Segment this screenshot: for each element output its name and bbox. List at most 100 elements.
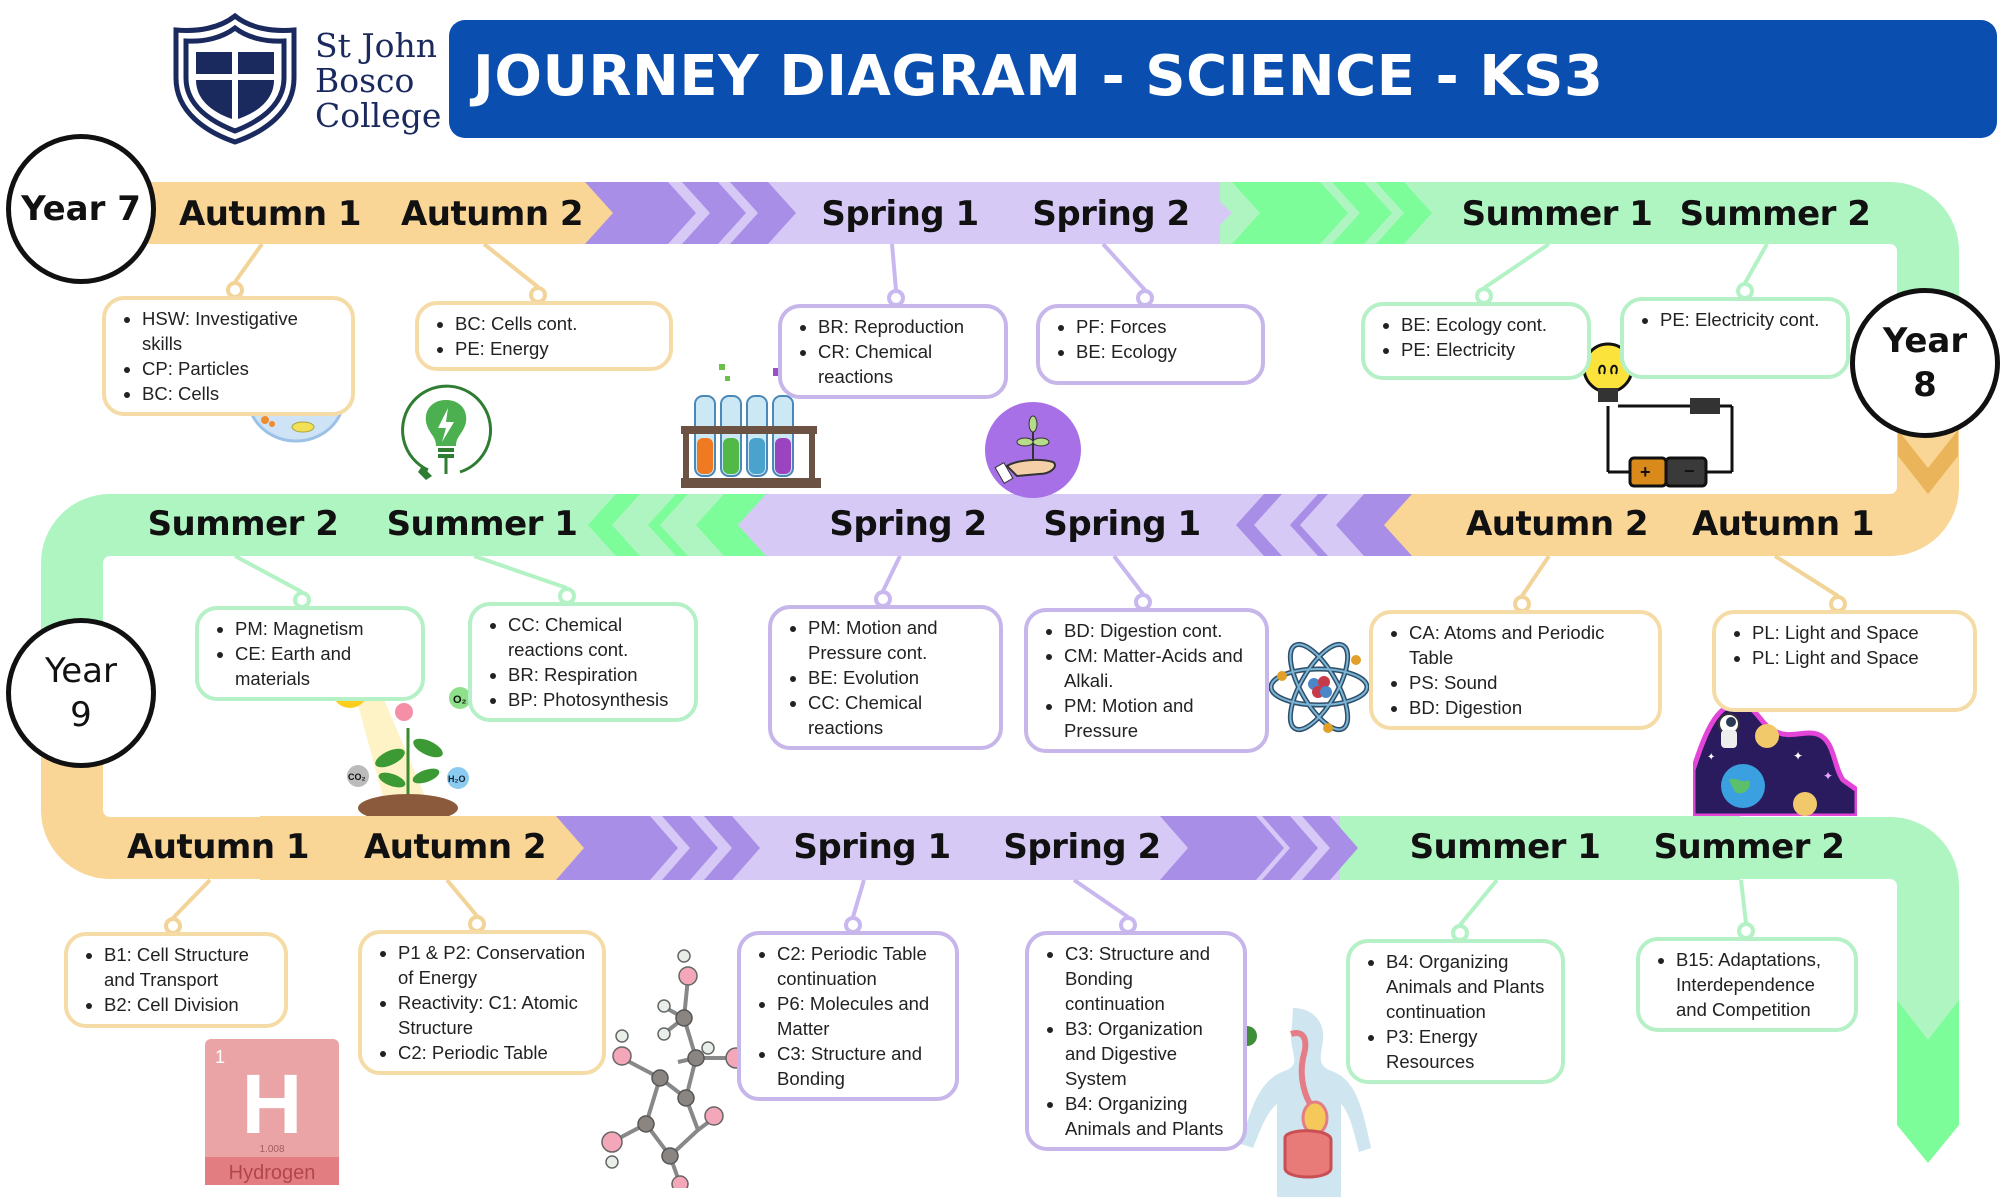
topic-box: CA: Atoms and Periodic TablePS: SoundBD:… <box>1369 610 1662 730</box>
atom-icon <box>1268 641 1370 733</box>
connector-node <box>1736 282 1754 300</box>
topic-list: PM: MagnetismCE: Earth and materials <box>211 616 411 691</box>
connector-node <box>1451 924 1469 942</box>
topic-item: PE: Electricity <box>1401 337 1577 362</box>
topic-item: BC: Cells <box>142 381 341 406</box>
row1-spring-chevron <box>682 182 746 244</box>
topic-item: PM: Magnetism <box>235 616 411 641</box>
topic-box: B4: Organizing Animals and Plants contin… <box>1346 939 1565 1084</box>
topic-item: PS: Sound <box>1409 670 1648 695</box>
term-label: Autumn 1 <box>1691 504 1875 544</box>
topic-item: PL: Light and Space <box>1752 645 1963 670</box>
topic-item: BR: Reproduction <box>818 314 994 339</box>
topic-item: PE: Electricity cont. <box>1660 307 1836 332</box>
topic-box: HSW: Investigative skillsCP: ParticlesBC… <box>102 296 355 416</box>
school-name-line: St John <box>315 26 437 65</box>
row2-spring-tip <box>738 494 800 556</box>
connector-node <box>558 587 576 605</box>
connector-node <box>468 915 486 933</box>
connector-line <box>1743 243 1769 284</box>
row2-summer-gap <box>660 494 724 556</box>
term-label: Spring 1 <box>821 194 979 234</box>
year-number: 9 <box>70 695 92 735</box>
left-curve-summer <box>41 494 300 691</box>
connector-line <box>890 243 898 291</box>
connector-line <box>1112 554 1145 596</box>
term-label: Spring 2 <box>1032 194 1190 234</box>
topic-item: C3: Structure and Bonding continuation <box>1065 941 1233 1016</box>
topic-list: C2: Periodic Table continuationP6: Molec… <box>753 941 945 1091</box>
topic-item: BE: Ecology <box>1076 339 1251 364</box>
term-label: Spring 1 <box>793 827 951 867</box>
connector-line <box>881 555 902 592</box>
topic-item: B4: Organizing Animals and Plants contin… <box>1386 949 1551 1024</box>
topic-item: BC: Cells cont. <box>455 311 659 336</box>
connector-line <box>1520 554 1551 598</box>
topic-box: PM: Motion and Pressure cont.BE: Evoluti… <box>768 605 1003 750</box>
topic-box: PM: MagnetismCE: Earth and materials <box>195 606 425 701</box>
molecule-icon <box>601 949 747 1188</box>
topic-list: PL: Light and SpacePL: Light and Space <box>1728 620 1963 670</box>
term-label: Autumn 2 <box>363 827 547 867</box>
topic-box: BE: Ecology cont.PE: Electricity <box>1361 302 1591 380</box>
connector-node <box>1829 595 1847 613</box>
row3-spring-chevron <box>704 816 760 880</box>
connector-node <box>164 917 182 935</box>
end-arrow <box>1897 1000 1959 1163</box>
topic-item: PM: Motion and Pressure cont. <box>808 615 989 665</box>
topic-item: P1 & P2: Conservation of Energy <box>398 940 592 990</box>
row2-summer-gap <box>612 494 676 556</box>
topic-box: BD: Digestion cont.CM: Matter-Acids and … <box>1024 608 1269 753</box>
h2o-label: H₂O <box>448 774 466 784</box>
row3-spring-chevron <box>1262 816 1318 880</box>
topic-item: C2: Periodic Table continuation <box>777 941 945 991</box>
astronaut-space-icon: ✦✦✦ <box>1693 701 1857 816</box>
topic-list: B1: Cell Structure and TransportB2: Cell… <box>80 942 274 1017</box>
topic-list: BR: ReproductionCR: Chemical reactions <box>794 314 994 389</box>
connector-line <box>1458 878 1499 927</box>
topic-item: B4: Organizing Animals and Plants <box>1065 1091 1233 1141</box>
term-label: Autumn 2 <box>1465 504 1649 544</box>
row1-spring-chevron <box>585 182 696 244</box>
topic-box: PF: ForcesBE: Ecology <box>1036 304 1265 385</box>
topic-item: HSW: Investigative skills <box>142 306 341 356</box>
topic-item: B15: Adaptations, Interdependence and Co… <box>1676 947 1844 1022</box>
year-label: Year 7 <box>21 189 141 229</box>
element-name: Hydrogen <box>229 1162 316 1184</box>
row1-autumn-band <box>140 182 620 244</box>
row2-autumn-band <box>1400 494 1720 556</box>
connector-line <box>445 878 479 918</box>
light-bulb-circuit-icon: + − <box>1582 342 1734 488</box>
topic-list: BC: Cells cont.PE: Energy <box>431 311 659 361</box>
page-title: JOURNEY DIAGRAM - SCIENCE - KS3 <box>473 44 1604 109</box>
topic-item: B2: Cell Division <box>104 992 274 1017</box>
topic-item: CP: Particles <box>142 356 341 381</box>
term-label: Autumn 1 <box>126 827 310 867</box>
topic-item: B3: Organization and Digestive System <box>1065 1016 1233 1091</box>
topic-box: PL: Light and SpacePL: Light and Space <box>1712 610 1977 712</box>
test-tubes-icon <box>681 364 821 488</box>
topic-item: PE: Energy <box>455 336 659 361</box>
down-chevron <box>1898 430 1958 494</box>
term-label: Summer 1 <box>1461 194 1653 234</box>
element-number: 1 <box>215 1047 225 1067</box>
topic-item: BD: Digestion cont. <box>1064 618 1255 643</box>
connector-node <box>226 281 244 299</box>
element-symbol: H <box>242 1057 303 1151</box>
row1-autumn-tip <box>560 182 615 244</box>
connector-line <box>851 879 866 918</box>
energy-bulb-icon <box>401 384 493 480</box>
topic-item: CA: Atoms and Periodic Table <box>1409 620 1648 670</box>
digestive-system-icon <box>1235 1008 1371 1197</box>
row1-spring-tip <box>1180 182 1232 244</box>
term-label: Autumn 2 <box>400 194 584 234</box>
topic-item: Reactivity: C1: Atomic Structure <box>398 990 592 1040</box>
topic-list: HSW: Investigative skillsCP: ParticlesBC… <box>118 306 341 406</box>
term-label: Spring 2 <box>1003 827 1161 867</box>
connector-line <box>1773 554 1840 598</box>
title-banner: JOURNEY DIAGRAM - SCIENCE - KS3 <box>449 20 1997 138</box>
row3-spring-chevron <box>556 816 678 880</box>
co2-label: CO₂ <box>348 772 366 782</box>
year-label: Year <box>1882 321 1968 361</box>
